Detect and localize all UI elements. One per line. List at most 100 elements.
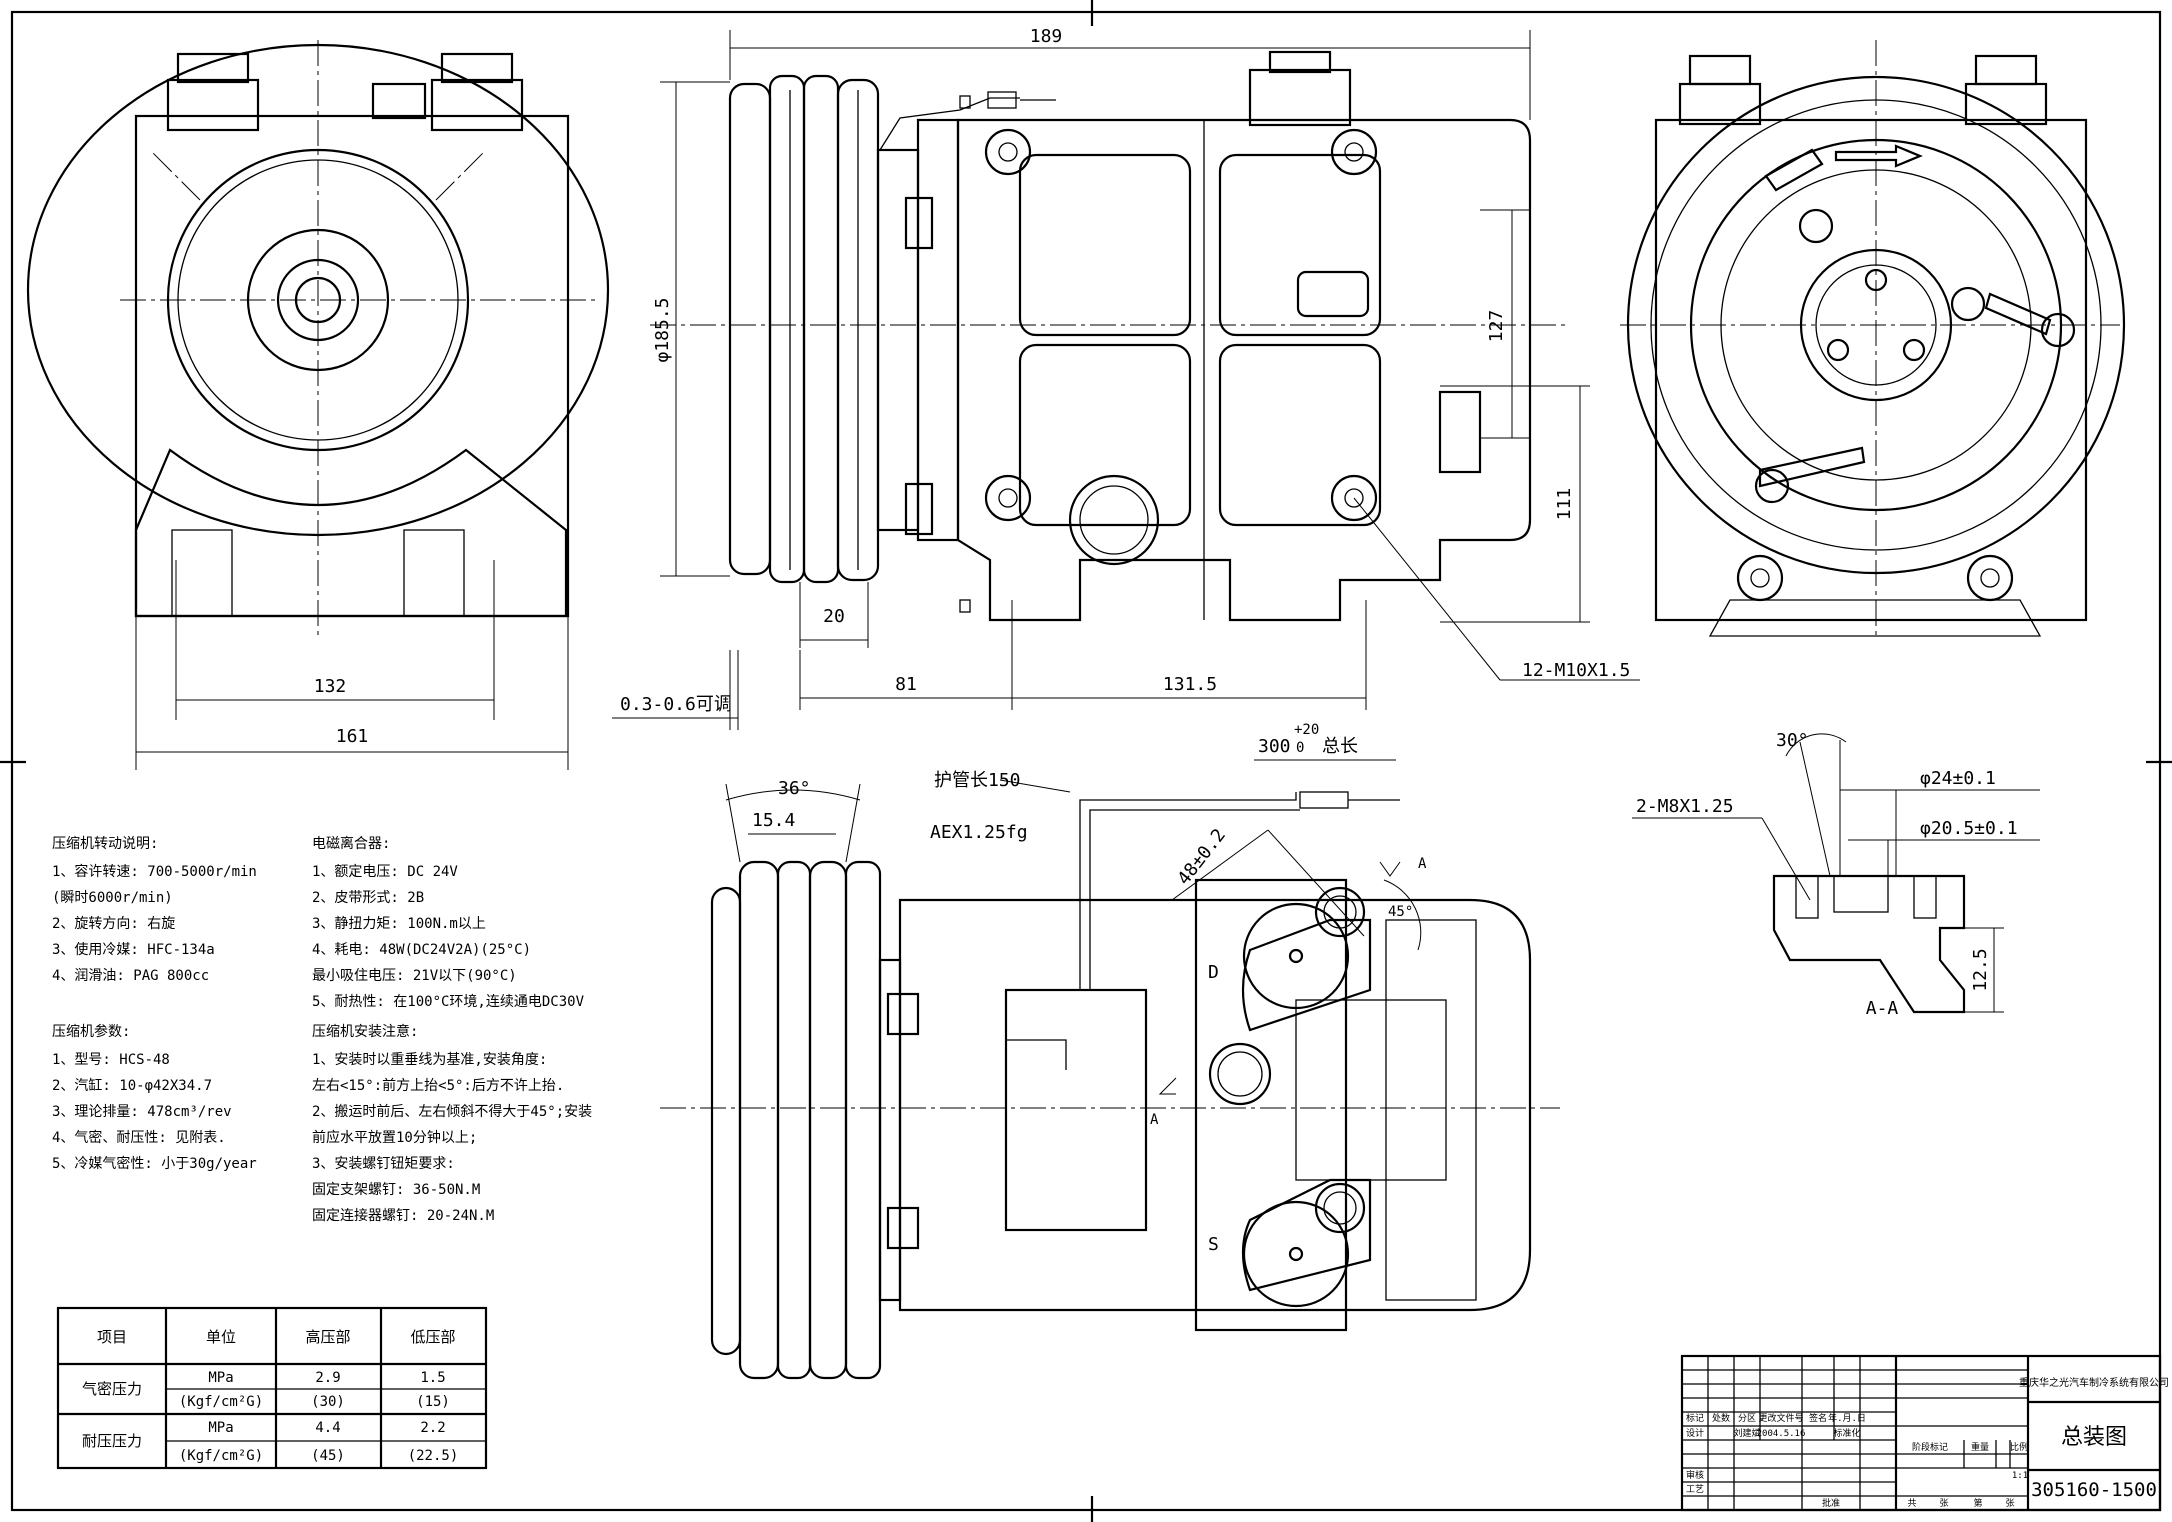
tb-row-design: 设计 <box>1686 1427 1704 1439</box>
dim-132: 132 <box>314 676 347 697</box>
notes-install-line-7: 固定连接器螺钉: 20-24N.M <box>312 1207 494 1224</box>
top-dimensions: 36° 15.4 护管长150 AEX1.25fg 300 +20 0 总长 4… <box>725 722 1427 1255</box>
notes-drive-title: 压缩机转动说明: <box>52 836 158 852</box>
dim-dia-24: φ24±0.1 <box>1920 768 1996 789</box>
tb-label-mark: 标记 <box>1686 1412 1704 1424</box>
notes-drive-line-2: (瞬时6000r/min) <box>52 890 173 906</box>
notes-drive-line-5: 4、润滑油: PAG 800cc <box>52 967 209 984</box>
tb-row-approve: 批准 <box>1822 1497 1840 1509</box>
dim-12-5: 12.5 <box>1970 948 1991 991</box>
table-row-2-high-a: 4.4 <box>315 1420 340 1436</box>
notes-params-line-3: 3、理论排量: 478cm³/rev <box>52 1104 232 1120</box>
dim-131-5: 131.5 <box>1163 674 1217 695</box>
table-row-2-item: 耐压压力 <box>82 1432 142 1450</box>
notes-drive-line-1: 1、容许转速: 700-5000r/min <box>52 863 257 880</box>
side-view <box>650 50 1570 622</box>
table-row-1-low-b: (15) <box>416 1394 450 1410</box>
tb-sheet-total: 共 <box>1907 1498 1916 1509</box>
tb-label-change: 更改文件号 <box>1758 1412 1803 1424</box>
pressure-table: 项目 单位 高压部 低压部 气密压力 MPa (Kgf/cm²G) 2.9 (3… <box>56 1306 488 1470</box>
tb-row-date: 2004.5.16 <box>1757 1429 1806 1439</box>
notes-clutch-line-1: 1、额定电压: DC 24V <box>312 864 458 880</box>
port-s-label: S <box>1208 1234 1219 1255</box>
notes-params-line-2: 2、汽缸: 10-φ42X34.7 <box>52 1077 212 1094</box>
tb-row-check: 审核 <box>1686 1469 1704 1481</box>
notes-install-line-4: 前应水平放置10分钟以上; <box>312 1129 477 1146</box>
notes-clutch-line-3: 3、静扭力矩: 100N.m以上 <box>312 916 486 932</box>
notes-params-title: 压缩机参数: <box>52 1023 130 1040</box>
section-a-a: 30° φ24±0.1 φ20.5±0.1 2-M8X1.25 12.5 A-A <box>1632 730 2040 1019</box>
notes-clutch: 电磁离合器: 1、额定电压: DC 24V 2、皮带形式: 2B 3、静扭力矩:… <box>312 835 585 1010</box>
company-name: 重庆华之光汽车制冷系统有限公司 <box>2019 1376 2169 1389</box>
scale-value: 1:1 <box>2012 1471 2028 1481</box>
notes-drive: 压缩机转动说明: 1、容许转速: 700-5000r/min (瞬时6000r/… <box>52 836 257 984</box>
dim-36-deg: 36° <box>778 778 811 799</box>
tb-weight: 重量 <box>1971 1441 1989 1453</box>
top-view <box>660 791 1560 1380</box>
tb-label-date: 年.月.日 <box>1828 1412 1866 1424</box>
table-row-2-low-a: 2.2 <box>420 1420 445 1436</box>
hose-length: 护管长150 <box>934 770 1021 791</box>
notes-install-line-5: 3、安装螺钉钮矩要求: <box>312 1156 455 1172</box>
notes-install-title: 压缩机安装注意: <box>312 1023 418 1040</box>
table-row-2-high-b: (45) <box>311 1448 345 1464</box>
tb-row-designer: 刘建斌 <box>1733 1427 1760 1439</box>
title-block: 重庆华之光汽车制冷系统有限公司 总装图 305160-1500 1:1 标记 处… <box>1680 1354 2169 1512</box>
notes-drive-line-3: 2、旋转方向: 右旋 <box>52 916 175 932</box>
dim-bolts: 12-M10X1.5 <box>1522 660 1630 681</box>
section-mark-lower: A <box>1150 1112 1159 1128</box>
tb-scale-label: 比例 <box>2010 1441 2028 1453</box>
dim-81: 81 <box>895 674 917 695</box>
dim-161: 161 <box>336 726 369 747</box>
notes-clutch-line-4: 4、耗电: 48W(DC24V2A)(25°C) <box>312 942 531 958</box>
dim-30-deg: 30° <box>1776 730 1809 751</box>
tb-row-craft: 工艺 <box>1686 1484 1704 1495</box>
notes-install: 压缩机安装注意: 1、安装时以重垂线为基准,安装角度: 左右<15°:前方上抬<… <box>312 1023 592 1224</box>
dim-total-length-tol-low: 0 <box>1296 740 1304 756</box>
dim-total-length-tol: +20 <box>1294 722 1319 738</box>
dim-45-deg: 45° <box>1388 904 1413 920</box>
notes-clutch-line-5: 最小吸住电压: 21V以下(90°C) <box>312 968 517 984</box>
rear-view <box>1620 40 2126 640</box>
front-dimensions: 132 161 <box>135 560 569 770</box>
port-d-label: D <box>1208 962 1219 983</box>
table-row-1-low-a: 1.5 <box>420 1370 445 1386</box>
notes-clutch-line-2: 2、皮带形式: 2B <box>312 890 424 906</box>
tb-stage-mark: 阶段标记 <box>1912 1441 1948 1453</box>
drawing-title: 总装图 <box>2061 1425 2127 1450</box>
dim-thread-m8: 2-M8X1.25 <box>1636 796 1734 817</box>
drawing-number: 305160-1500 <box>2031 1479 2157 1501</box>
dim-adjust: 0.3-0.6可调 <box>620 694 732 715</box>
notes-install-line-6: 固定支架螺钉: 36-50N.M <box>312 1182 480 1198</box>
wire-spec: AEX1.25fg <box>930 822 1028 843</box>
table-row-1-high-b: (30) <box>311 1394 345 1410</box>
notes-clutch-title: 电磁离合器: <box>312 835 390 852</box>
dim-dia-20-5: φ20.5±0.1 <box>1920 818 2018 839</box>
dim-total-length-suffix: 总长 <box>1322 736 1358 757</box>
section-label: A-A <box>1866 998 1899 1019</box>
dim-111: 111 <box>1554 488 1575 521</box>
table-header-unit: 单位 <box>206 1328 236 1346</box>
notes-drive-line-4: 3、使用冷媒: HFC-134a <box>52 941 215 958</box>
dim-127: 127 <box>1486 310 1507 343</box>
tb-label-count: 处数 <box>1712 1412 1730 1424</box>
tb-sheet-index: 第 <box>1973 1497 1982 1509</box>
tb-row-standard: 标准化 <box>1833 1427 1860 1439</box>
tb-sheet-unit-1: 张 <box>1939 1498 1948 1509</box>
dim-20: 20 <box>823 606 845 627</box>
dim-dia-185-5: φ185.5 <box>652 297 673 362</box>
table-row-1-unit-b: (Kgf/cm²G) <box>179 1394 263 1410</box>
dim-15-4: 15.4 <box>752 810 795 831</box>
table-row-1-item: 气密压力 <box>82 1380 142 1398</box>
side-dimensions: 189 φ185.5 127 111 20 81 131.5 0.3-0.6可调… <box>612 26 1640 730</box>
notes-install-line-2: 左右<15°:前方上抬<5°:后方不许上抬. <box>312 1077 564 1094</box>
notes-install-line-3: 2、搬运时前后、左右倾斜不得大于45°;安装 <box>312 1103 592 1120</box>
tb-label-sign: 签名 <box>1809 1412 1827 1424</box>
dim-total-length: 300 <box>1258 736 1291 757</box>
section-mark-upper: A <box>1418 856 1427 872</box>
table-row-1-high-a: 2.9 <box>315 1370 340 1386</box>
table-header-item: 项目 <box>97 1328 127 1346</box>
front-view <box>26 40 610 640</box>
